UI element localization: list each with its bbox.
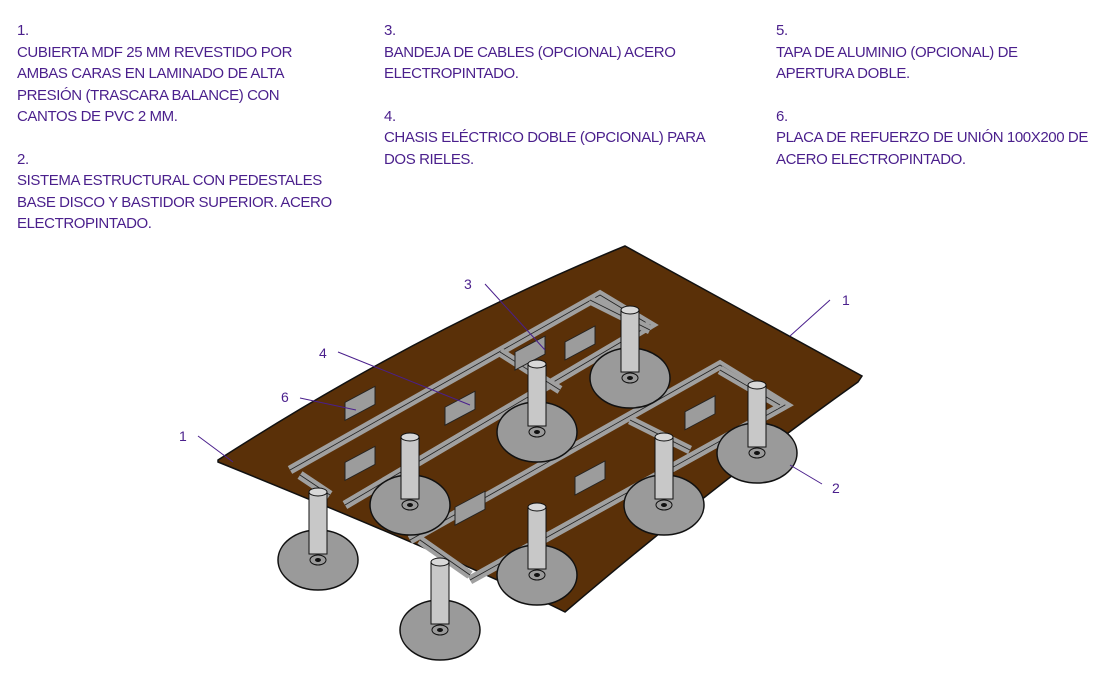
pedestal-top bbox=[400, 432, 420, 442]
note-1: 1. CUBIERTA MDF 25 MM REVESTIDO POR AMBA… bbox=[17, 20, 332, 235]
cable-tray bbox=[684, 395, 716, 431]
callout-6: 6 bbox=[281, 389, 289, 405]
disc-hub bbox=[431, 624, 449, 636]
note-line: BANDEJA DE CABLES (OPCIONAL) ACERO bbox=[384, 43, 676, 61]
cable-tray bbox=[344, 385, 376, 422]
disc-hub bbox=[309, 554, 327, 566]
note-line: ELECTROPINTADO. bbox=[384, 65, 519, 82]
note-line: BASE DISCO Y BASTIDOR SUPERIOR. ACERO bbox=[17, 193, 332, 211]
note-number: 5. bbox=[776, 22, 788, 39]
disc-hub bbox=[655, 499, 673, 511]
note-line: CANTOS DE PVC 2 MM. bbox=[17, 108, 178, 125]
pedestal-column bbox=[400, 436, 420, 500]
note-number: 2. bbox=[17, 150, 29, 168]
note-line: ELECTROPINTADO. bbox=[17, 215, 152, 232]
disc-hub bbox=[528, 426, 546, 438]
cable-tray bbox=[564, 325, 596, 361]
note-number: 4. bbox=[384, 107, 396, 125]
pedestal-top bbox=[308, 487, 328, 497]
frame-rail-edge bbox=[344, 324, 651, 506]
note-line: CUBIERTA MDF 25 MM REVESTIDO POR bbox=[17, 43, 293, 61]
note-line: ACERO ELECTROPINTADO. bbox=[776, 150, 966, 168]
pedestal-column bbox=[747, 384, 767, 448]
disc-bolt bbox=[534, 573, 540, 577]
pedestal-column bbox=[308, 491, 328, 555]
pedestal-top bbox=[654, 432, 674, 442]
pedestal-column bbox=[527, 363, 547, 427]
note-line: AMBAS CARAS EN LAMINADO DE ALTA bbox=[17, 65, 285, 82]
note-number: 6. bbox=[776, 107, 788, 125]
pedestals bbox=[277, 305, 798, 661]
disc-bolt bbox=[627, 376, 633, 380]
frame-rail-edge bbox=[419, 539, 471, 576]
note-line: DOS RIELES. bbox=[384, 150, 474, 168]
frame-rail-edge bbox=[589, 299, 651, 331]
note-line: CHASIS ELÉCTRICO DOBLE (OPCIONAL) PARA bbox=[384, 129, 706, 146]
note-3: 3. BANDEJA DE CABLES (OPCIONAL) ACERO EL… bbox=[384, 20, 706, 170]
cable-tray bbox=[574, 460, 606, 496]
disc-bolt bbox=[754, 451, 760, 455]
disc-bolt bbox=[437, 628, 443, 632]
note-5: 5. TAPA DE ALUMINIO (OPCIONAL) DE APERTU… bbox=[776, 20, 1088, 170]
note-line: SISTEMA ESTRUCTURAL CON PEDESTALES bbox=[17, 172, 322, 189]
note-line: APERTURA DOBLE. bbox=[776, 65, 910, 82]
disc-hub bbox=[621, 372, 639, 384]
pedestal-top bbox=[527, 359, 547, 369]
disc-hub bbox=[528, 569, 546, 581]
pedestal-column bbox=[620, 309, 640, 373]
disc-bolt bbox=[315, 558, 321, 562]
callouts bbox=[197, 283, 831, 485]
disc-bolt bbox=[407, 503, 413, 507]
note-number: 1. bbox=[17, 22, 29, 39]
pedestal-top bbox=[620, 305, 640, 315]
callout-4: 4 bbox=[319, 345, 327, 361]
callout-1-left: 1 bbox=[179, 428, 187, 444]
note-line: PRESIÓN (TRASCARA BALANCE) CON bbox=[17, 86, 280, 104]
cable-tray bbox=[344, 445, 376, 482]
note-line: PLACA DE REFUERZO DE UNIÓN 100X200 DE bbox=[776, 129, 1088, 146]
pedestal-column bbox=[527, 506, 547, 570]
pedestal-top bbox=[527, 502, 547, 512]
callout-2: 2 bbox=[832, 480, 840, 496]
cable-tray bbox=[444, 390, 476, 426]
callout-1-right: 1 bbox=[842, 292, 850, 308]
callout-3: 3 bbox=[464, 276, 472, 292]
pedestal-top bbox=[747, 380, 767, 390]
note-line: TAPA DE ALUMINIO (OPCIONAL) DE bbox=[776, 43, 1018, 61]
disc-hub bbox=[401, 499, 419, 511]
disc-hub bbox=[748, 447, 766, 459]
disc-bolt bbox=[534, 430, 540, 434]
note-number: 3. bbox=[384, 22, 396, 39]
cable-tray bbox=[454, 490, 486, 526]
pedestal-column bbox=[430, 561, 450, 625]
disc-bolt bbox=[661, 503, 667, 507]
pedestal-column bbox=[654, 436, 674, 500]
pedestal-top bbox=[430, 557, 450, 567]
